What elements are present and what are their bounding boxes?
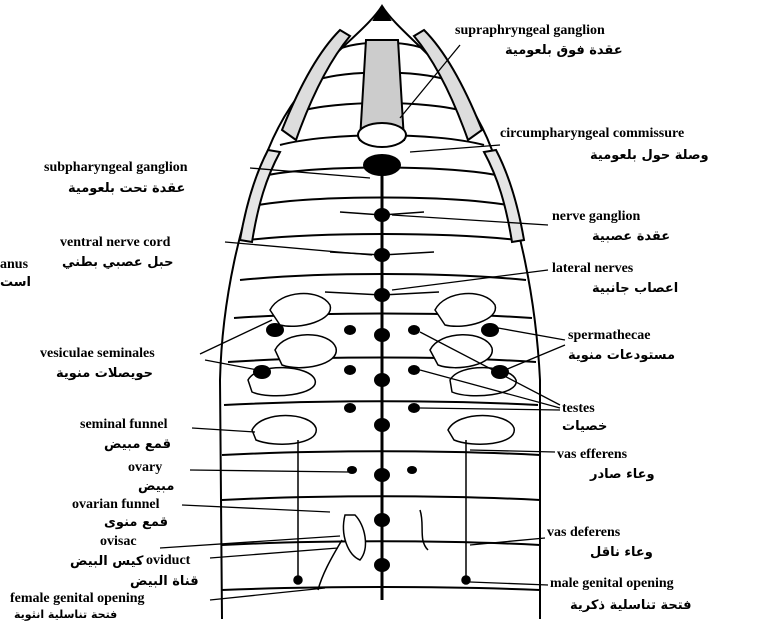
label-ovarian-funnel-ar: قمع منوى (104, 516, 168, 529)
label-lateral-nerves-ar: اعصاب جانبية (592, 282, 678, 295)
label-vas-efferens-en: vas efferens (557, 448, 627, 462)
label-spermathecae-en: spermathecae (568, 329, 650, 343)
label-ovary-en: ovary (128, 461, 162, 475)
label-ovisac-ar: كيس البيض (70, 555, 143, 568)
label-seminal-funnel-ar: قمع مبيض (104, 438, 171, 451)
label-circumpharyngeal-ar: وصلة حول بلعومية (590, 149, 709, 162)
label-female-genital-opening-en: female genital opening (10, 592, 145, 606)
label-vesiculae-en: vesiculae seminales (40, 347, 155, 361)
label-ovisac-en: ovisac (100, 535, 137, 549)
suprapharyngeal-ganglion (358, 123, 406, 147)
label-vas-deferens-en: vas deferens (547, 526, 620, 540)
label-vesiculae-ar: حويصلات منوية (56, 367, 153, 380)
label-oviduct-ar: قناة البيض (130, 575, 199, 588)
label-nerve-ganglion-en: nerve ganglion (552, 210, 640, 224)
label-ovarian-funnel-en: ovarian funnel (72, 498, 160, 512)
label-seminal-funnel-en: seminal funnel (80, 418, 168, 432)
label-circumpharyngeal-en: circumpharyngeal commissure (500, 127, 684, 141)
label-nerve-ganglion-ar: عقدة عصبية (592, 230, 670, 243)
label-female-genital-opening-ar: فتحة تناسلية انثوية (14, 609, 117, 620)
label-subpharyngeal-ar: عقدة تحت بلعومية (68, 182, 185, 195)
label-testes-en: testes (562, 402, 595, 416)
label-ventral-nerve-cord-en: ventral nerve cord (60, 236, 170, 250)
label-subpharyngeal-en: subpharyngeal ganglion (44, 161, 188, 175)
label-spermathecae-ar: مستودعات منوية (568, 349, 675, 362)
label-vas-deferens-ar: وعاء ناقل (590, 546, 653, 559)
label-male-genital-opening-en: male genital opening (550, 577, 674, 591)
label-ventral-nerve-cord-ar: حبل عصبي بطني (62, 256, 173, 269)
label-testes-ar: خصيات (562, 420, 607, 433)
label-anus-ar: است (0, 276, 31, 289)
label-male-genital-opening-ar: فتحة تناسلية ذكرية (570, 599, 692, 612)
label-suprapharyngeal-ar: عقدة فوق بلعومية (505, 44, 623, 57)
label-ovary-ar: مبيض (138, 480, 174, 493)
label-oviduct-en: oviduct (146, 554, 190, 568)
label-suprapharyngeal-en: supraphryngeal ganglion (455, 24, 605, 38)
label-vas-efferens-ar: وعاء صادر (590, 468, 655, 481)
label-lateral-nerves-en: lateral nerves (552, 262, 633, 276)
label-anus-en: anus (0, 258, 28, 272)
